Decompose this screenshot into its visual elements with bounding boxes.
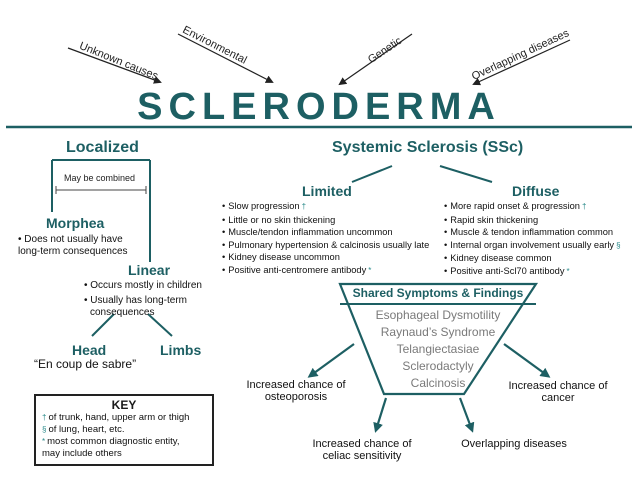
shared-list: Esophageal Dysmotility Raynaud’s Syndrom…: [340, 307, 536, 392]
morphea-bullet-cont: long-term consequences: [18, 246, 128, 257]
ssc-to-diffuse: [439, 165, 493, 183]
outcome-osteoporosis: Increased chance of osteoporosis: [246, 379, 346, 403]
limited-heading: Limited: [302, 183, 352, 199]
list-item: Muscle/tendon inflammation uncommon: [222, 226, 429, 239]
key-entry: †of trunk, hand, upper arm or thigh: [42, 412, 190, 423]
list-item: Telangiectasiae: [396, 342, 480, 356]
linear-bullet-2: • Usually has long-term: [84, 295, 187, 306]
key-entry-cont: may include others: [42, 448, 122, 459]
key-entry: *most common diagnostic entity,: [42, 436, 180, 447]
linear-bullet-2-cont: consequences: [90, 307, 155, 318]
outcome-cancer: Increased chance of cancer: [508, 380, 608, 404]
list-item: More rapid onset & progression†: [444, 200, 621, 214]
list-item: Positive anti-Scl70 antibody*: [444, 265, 621, 279]
list-item: Raynaud’s Syndrome: [380, 325, 496, 339]
arrow-overlapping: [458, 397, 475, 433]
diffuse-list: More rapid onset & progression† Rapid sk…: [444, 200, 621, 279]
list-item: Little or no skin thickening: [222, 214, 429, 227]
linear-to-head: [91, 313, 115, 337]
arrow-unknown-causes: [67, 47, 162, 84]
arrow-genetic: [338, 33, 413, 86]
key-box: KEY †of trunk, hand, upper arm or thigh …: [34, 394, 214, 466]
localized-heading: Localized: [66, 139, 139, 156]
list-item: Kidney disease common: [444, 252, 621, 265]
list-item: Sclerodactyly: [402, 359, 474, 373]
linear-bullet-2-text: Usually has long-term: [90, 295, 187, 306]
linear-bullet-1-text: Occurs mostly in children: [90, 280, 202, 291]
diffuse-heading: Diffuse: [512, 183, 560, 199]
morphea-heading: Morphea: [46, 215, 105, 231]
arrow-cancer: [503, 343, 551, 378]
linear-heading: Linear: [128, 262, 171, 278]
limited-list: Slow progression† Little or no skin thic…: [222, 200, 429, 277]
arrow-celiac: [373, 397, 388, 433]
head-heading: Head: [72, 342, 107, 358]
list-item: Muscle & tendon inflammation common: [444, 226, 621, 239]
combined-note: May be combined: [64, 173, 136, 183]
key-heading: KEY: [111, 398, 137, 412]
list-item: Slow progression†: [222, 200, 429, 214]
list-item: Kidney disease uncommon: [222, 251, 429, 264]
list-item: Positive anti-centromere antibody*: [222, 264, 429, 278]
morphea-bullet-text: Does not usually have: [24, 234, 123, 245]
arrow-overlapping-causes: [472, 39, 571, 86]
linear-bullet-1: • Occurs mostly in children: [84, 280, 202, 291]
shared-funnel-outline: [338, 282, 539, 396]
arrow-environmental: [177, 33, 274, 83]
page-title: SCLERODERMA: [137, 86, 501, 128]
shared-heading: Shared Symptoms & Findings: [352, 286, 524, 300]
list-item: Calcinosis: [410, 376, 466, 390]
list-item: Esophageal Dysmotility: [375, 308, 501, 322]
limbs-heading: Limbs: [160, 342, 202, 358]
arrow-osteoporosis: [307, 343, 355, 378]
outcome-celiac: Increased chance of celiac sensitivity: [312, 438, 412, 462]
head-note: “En coup de sabre”: [34, 357, 137, 371]
ssc-to-limited: [351, 165, 393, 183]
morphea-bullet: • Does not usually have: [18, 234, 123, 245]
systemic-heading: Systemic Sclerosis (SSc): [332, 139, 524, 156]
list-item: Pulmonary hypertension & calcinosis usua…: [222, 239, 429, 252]
list-item: Internal organ involvement usually early…: [444, 239, 620, 253]
key-entry: §of lung, heart, etc.: [42, 424, 125, 435]
list-item: Rapid skin thickening: [444, 214, 621, 227]
outcome-overlapping: Overlapping diseases: [461, 438, 567, 450]
linear-to-limbs: [147, 313, 173, 337]
